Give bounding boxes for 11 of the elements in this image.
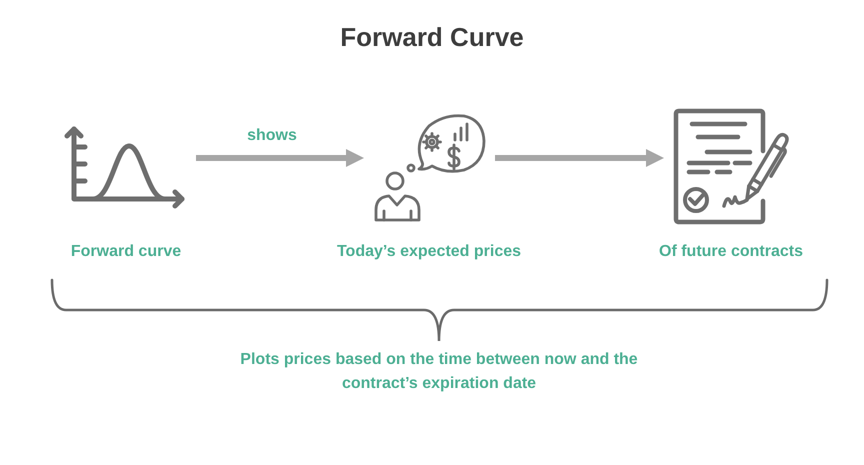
arrow <box>196 149 364 167</box>
signed-document-pen-icon <box>674 109 791 225</box>
arrow <box>495 149 664 167</box>
node-caption: Today’s expected prices <box>336 242 522 262</box>
bell-curve-graph-icon <box>66 126 186 208</box>
person-thought-bubble-icon <box>374 113 485 223</box>
node-caption: Of future contracts <box>659 242 803 262</box>
edge-label: shows <box>247 126 297 146</box>
diagram-title: Forward Curve <box>340 21 524 53</box>
node-caption: Forward curve <box>70 242 182 262</box>
brace-note: Plots prices based on the time between now and the contract’s expiration date <box>239 350 639 394</box>
